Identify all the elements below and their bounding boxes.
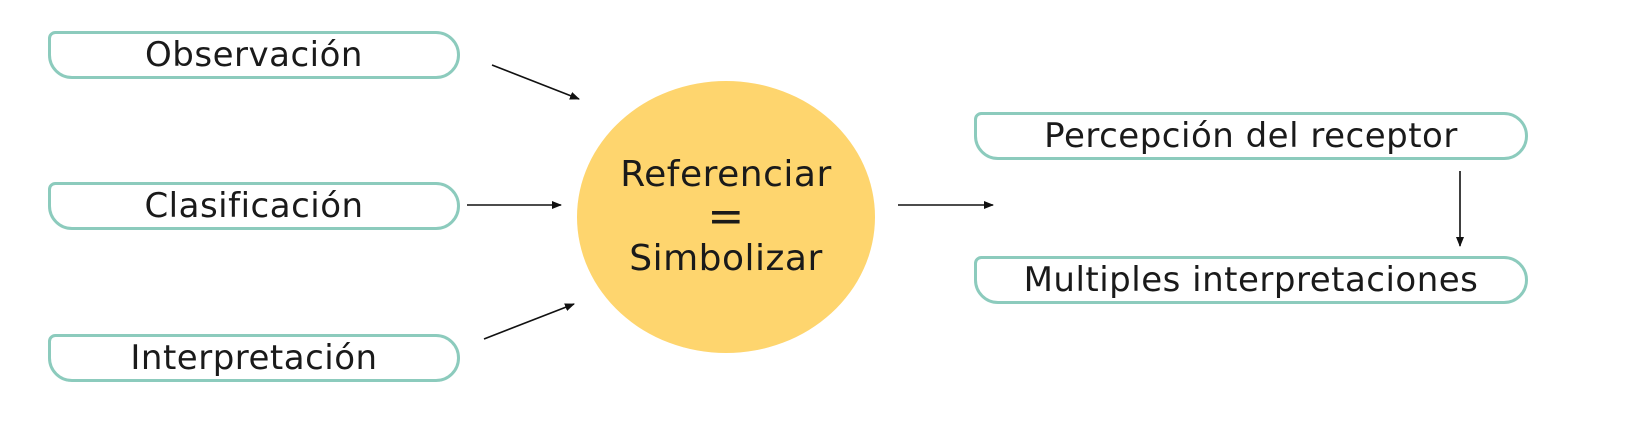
center-equals-sign: =	[707, 191, 745, 242]
interpretacion-label: Interpretación	[130, 338, 378, 378]
arrow-interpretacion-to-center	[483, 303, 575, 340]
multiples-label: Multiples interpretaciones	[1023, 260, 1479, 300]
multiples-box: Multiples interpretaciones	[974, 256, 1528, 304]
interpretacion-box: Interpretación	[48, 334, 460, 382]
observacion-box: Observación	[48, 31, 460, 79]
observacion-label: Observación	[145, 35, 363, 75]
center-line-simbolizar: Simbolizar	[629, 238, 823, 279]
clasificacion-label: Clasificación	[144, 186, 364, 226]
clasificacion-box: Clasificación	[48, 182, 460, 230]
arrow-observacion-to-center	[491, 64, 580, 100]
percepcion-label: Percepción del receptor	[1044, 116, 1458, 156]
referenciar-simbolizar-circle: Referenciar = Simbolizar	[577, 81, 875, 353]
center-line-referenciar: Referenciar	[620, 154, 832, 195]
percepcion-box: Percepción del receptor	[974, 112, 1528, 160]
